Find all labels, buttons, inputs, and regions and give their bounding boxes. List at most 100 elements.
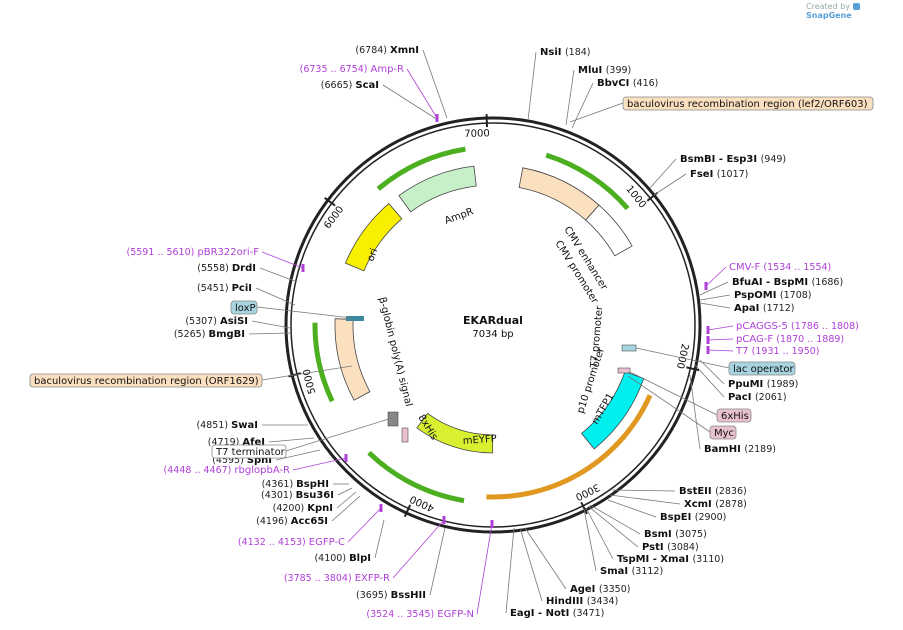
- plasmid-length: 7034 bp: [472, 329, 513, 340]
- enzyme-name: BmgBI: [208, 329, 245, 340]
- primer-label: pCAG-F (1870 .. 1889): [736, 334, 844, 345]
- feature-box: [728, 361, 796, 376]
- primer-marker: [704, 282, 708, 290]
- enzyme-site-label: BfuAI - BspMI (1686): [732, 277, 843, 288]
- enzyme-position: (1017): [717, 169, 749, 180]
- primer-label: (5591 .. 5610) pBR322ori-F: [127, 247, 260, 258]
- feature-leader: [285, 417, 393, 452]
- primer-label: (3785 .. 3804) EXFP-R: [284, 573, 390, 584]
- feature-box: [29, 373, 263, 388]
- primer-name: T7: [735, 346, 752, 357]
- enzyme-site-label: AgeI (3350): [570, 584, 630, 595]
- primer-name: EGFP-C: [309, 537, 345, 548]
- feature-box-label: T7 terminator: [215, 447, 286, 458]
- primer-marker: [379, 504, 383, 512]
- orf-arc: [545, 152, 630, 211]
- primer-position: (1786 .. 1808): [791, 321, 859, 332]
- enzyme-position: (1708): [780, 290, 812, 301]
- primer-position: (1931 .. 1950): [752, 346, 820, 357]
- tick-mark: [686, 366, 700, 372]
- feature-box-label: Myc: [714, 428, 734, 439]
- primer-position: (6735 .. 6754): [300, 64, 371, 75]
- enzyme-leader: [251, 320, 291, 329]
- enzyme-name: Acc65I: [291, 516, 328, 527]
- feature-leader: [569, 102, 624, 123]
- feature-box-label: baculovirus recombination region (ORF162…: [34, 376, 259, 387]
- enzyme-leader: [699, 294, 731, 301]
- enzyme-leader: [699, 359, 725, 385]
- enzyme-leader: [255, 287, 296, 306]
- enzyme-position: (6784): [355, 45, 390, 56]
- orf-arc: [312, 322, 335, 403]
- enzyme-name: SphI: [247, 455, 272, 466]
- primer-leader: [476, 523, 493, 615]
- enzyme-position: (3471): [573, 608, 605, 619]
- primer-leader: [406, 68, 438, 119]
- primer-position: (4448 .. 4467): [164, 465, 235, 476]
- primer-name: Amp-R: [371, 64, 405, 75]
- primer-marker: [435, 114, 439, 122]
- primer-label: (4448 .. 4467) rbglopbA-R: [164, 465, 291, 476]
- tick-label: 2000: [674, 342, 690, 369]
- enzyme-site-label: (4595) SphI: [212, 455, 272, 466]
- primer-leader: [707, 338, 734, 341]
- enzyme-leader: [374, 519, 385, 559]
- enzyme-name: SwaI: [231, 420, 258, 431]
- enzyme-leader: [505, 527, 515, 614]
- enzyme-position: (6665): [321, 80, 356, 91]
- enzyme-leader: [609, 494, 681, 505]
- enzyme-position: (4719): [208, 437, 243, 448]
- meyfp-band: [416, 412, 494, 454]
- primer-marker: [344, 454, 348, 462]
- enzyme-site-label: FseI (1017): [690, 169, 748, 180]
- enzyme-leader: [268, 437, 315, 443]
- feature-leader: [627, 375, 711, 433]
- enzyme-name: XcmI: [684, 499, 715, 510]
- enzyme-leader: [382, 84, 439, 121]
- enzyme-position: (5265): [174, 329, 209, 340]
- orf-arc: [376, 146, 466, 191]
- bglobin-band: [334, 318, 371, 401]
- tick-label: 7000: [464, 128, 490, 140]
- primer-marker: [706, 326, 710, 334]
- feature-leader: [261, 365, 353, 381]
- watermark-prefix: Created by: [806, 2, 851, 11]
- primer-name: pCAGGS-5: [736, 321, 791, 332]
- enzyme-leader: [259, 267, 298, 283]
- enzyme-site-label: (4719) AfeI: [208, 437, 265, 448]
- primer-position: (1870 .. 1889): [776, 334, 844, 345]
- enzyme-position: (5558): [197, 263, 232, 274]
- enzyme-site-label: BstEII (2836): [679, 486, 747, 497]
- enzyme-name: ScaI: [355, 80, 379, 91]
- enzyme-site-label: (4196) Acc65I: [256, 516, 328, 527]
- enzyme-position: (1686): [812, 277, 844, 288]
- primer-position: (3785 .. 3804): [284, 573, 355, 584]
- enzyme-leader: [429, 527, 446, 596]
- enzyme-site-label: (4361) BspHI: [262, 479, 329, 490]
- enzyme-name: PciI: [232, 283, 252, 294]
- enzyme-site-label: BamHI (2189): [704, 444, 776, 455]
- enzyme-name: FseI: [690, 169, 717, 180]
- enzyme-name: BspEI: [660, 512, 695, 523]
- enzyme-site-label: (5307) AsiSI: [185, 316, 248, 327]
- enzyme-position: (416): [633, 78, 659, 89]
- enzyme-name: BlpI: [349, 553, 371, 564]
- primer-name: EXFP-R: [355, 573, 390, 584]
- enzyme-name: BbvCI: [597, 78, 633, 89]
- enzyme-site-label: (3695) BssHII: [356, 590, 426, 601]
- enzyme-name: BssHII: [391, 590, 426, 601]
- enzyme-site-label: HindIII (3434): [546, 596, 618, 607]
- enzyme-position: (4851): [196, 420, 231, 431]
- loxp-marker: [346, 316, 364, 321]
- primer-leader: [705, 266, 727, 287]
- label-meyfp: mEYFP: [462, 434, 497, 447]
- enzyme-name: BsmBI - Esp3I: [680, 154, 761, 165]
- enzyme-site-label: BsmI (3075): [644, 529, 707, 540]
- enzyme-site-label: MluI (399): [578, 65, 631, 76]
- enzyme-position: (2836): [715, 486, 747, 497]
- label-bglobin: β-globin poly(A) signal: [376, 296, 414, 408]
- primer-leader: [392, 519, 445, 579]
- enzyme-leader: [422, 49, 448, 119]
- enzyme-name: NsiI: [540, 47, 565, 58]
